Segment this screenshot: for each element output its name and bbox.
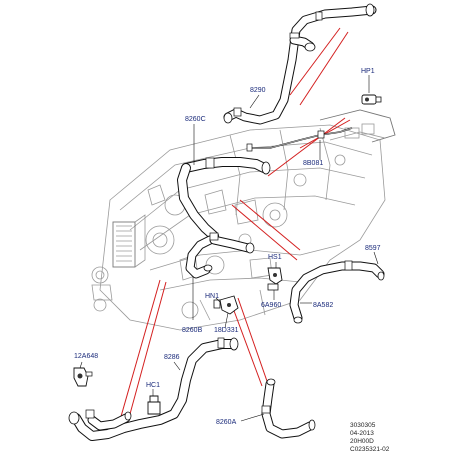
label-6a960[interactable]: 6A960 <box>261 302 281 309</box>
label-hp1[interactable]: HP1 <box>361 68 375 75</box>
label-8260b[interactable]: 8260B <box>182 327 203 334</box>
hose-8290[interactable] <box>223 3 377 125</box>
hn1-bracket[interactable] <box>213 295 239 315</box>
label-8290[interactable]: 8290 <box>250 87 266 94</box>
callout-lines <box>119 27 351 426</box>
sensor-12a648[interactable] <box>73 367 93 387</box>
label-8597[interactable]: 8597 <box>365 245 381 252</box>
hose-8260a[interactable] <box>261 378 316 439</box>
label-18d331[interactable]: 18D331 <box>214 327 239 334</box>
reference-footer: 3030305 04-2013 20H00D C0235321-02 <box>350 422 390 453</box>
label-hn1[interactable]: HN1 <box>205 293 219 300</box>
footer-line-1: 3030305 <box>350 422 376 429</box>
engine-illustration <box>91 109 396 331</box>
pipe-8b081[interactable] <box>246 127 353 152</box>
label-hc1[interactable]: HC1 <box>146 382 160 389</box>
hose-8286[interactable] <box>68 337 239 441</box>
footer-line-3: 20H00D <box>350 438 374 445</box>
label-8b081[interactable]: 8B081 <box>303 160 323 167</box>
hose-8260c[interactable] <box>177 157 271 241</box>
label-8260c[interactable]: 8260C <box>185 116 206 123</box>
leader-lines <box>79 75 379 422</box>
label-12a648[interactable]: 12A648 <box>74 353 98 360</box>
hc1-clip[interactable] <box>147 395 161 415</box>
label-hs1[interactable]: HS1 <box>268 254 282 261</box>
footer-line-4: C0235321-02 <box>350 446 390 453</box>
label-8260a[interactable]: 8260A <box>216 419 237 426</box>
footer-line-2: 04-2013 <box>350 430 374 437</box>
label-8286[interactable]: 8286 <box>164 354 180 361</box>
hose-8260b[interactable] <box>185 232 255 279</box>
hose-8a582[interactable] <box>289 260 385 324</box>
label-8a582[interactable]: 8A582 <box>313 302 333 309</box>
hs1-bracket[interactable] <box>267 267 283 291</box>
hp1-sensor[interactable] <box>361 94 382 105</box>
part-labels: 8290 HP1 8260C 8B081 8597 HS1 6A960 8A58… <box>74 68 381 426</box>
